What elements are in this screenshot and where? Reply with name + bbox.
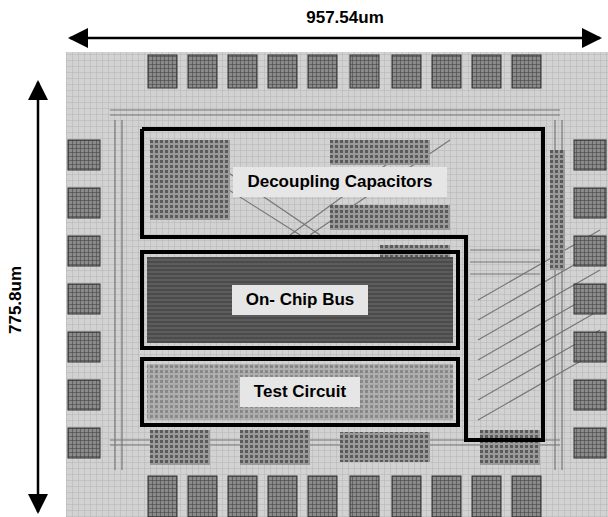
- width-arrow: [70, 37, 600, 40]
- die: [66, 52, 608, 517]
- height-arrow: [37, 82, 40, 512]
- dimension-label: 775.8um: [6, 263, 26, 337]
- region-border: [142, 129, 543, 440]
- region-label: Test Circuit: [240, 377, 360, 407]
- dimension-label: 957.54um: [303, 8, 387, 28]
- region-box: On- Chip Bus: [140, 250, 460, 350]
- bond-pads: [68, 55, 606, 517]
- routing: [110, 110, 600, 470]
- bus-wires: [147, 257, 453, 343]
- region-label: Decoupling Capacitors: [233, 167, 446, 197]
- region-label: On- Chip Bus: [232, 285, 369, 315]
- region-box: Test Circuit: [140, 357, 460, 427]
- test-cells: [147, 364, 453, 420]
